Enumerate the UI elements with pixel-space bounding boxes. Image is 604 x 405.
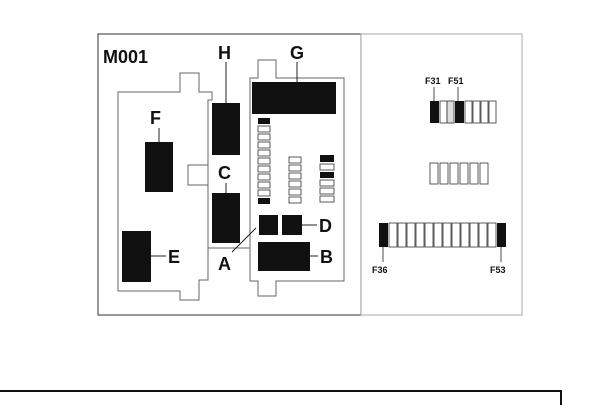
label-d: D	[319, 216, 332, 236]
label-f: F	[150, 108, 161, 128]
fuse-strip-left	[257, 118, 271, 204]
fuse-strip-right	[319, 155, 335, 203]
bottom-frame-edge	[0, 390, 562, 405]
leader-a	[231, 227, 257, 253]
module-id-label: M001	[103, 47, 148, 67]
label-h: H	[218, 43, 231, 63]
relay-d-2	[282, 215, 302, 235]
fuse-label-top-left: F31	[425, 76, 441, 86]
relay-d-1	[259, 215, 278, 235]
label-b: B	[320, 247, 333, 267]
relay-c	[212, 193, 240, 243]
relay-e	[122, 231, 151, 282]
fuse-strip-mid	[288, 156, 302, 204]
fuse-row-middle	[429, 162, 489, 185]
relay-f	[145, 142, 173, 192]
relay-h	[212, 103, 240, 155]
fuse-label-top-right: F51	[448, 76, 464, 86]
label-g: G	[290, 43, 304, 63]
housing-right-outline	[249, 59, 345, 297]
housing-bridge	[187, 164, 208, 186]
relay-g	[252, 82, 336, 114]
fuse-row-top	[430, 100, 497, 124]
housing-left-outline	[117, 72, 213, 301]
fuse-row-bottom	[379, 222, 506, 248]
label-c: C	[218, 163, 231, 183]
label-e: E	[168, 247, 180, 267]
relay-b	[258, 242, 310, 271]
label-a: A	[218, 254, 231, 274]
fuse-label-bottom-left: F36	[372, 265, 388, 275]
fuse-label-bottom-right: F53	[490, 265, 506, 275]
